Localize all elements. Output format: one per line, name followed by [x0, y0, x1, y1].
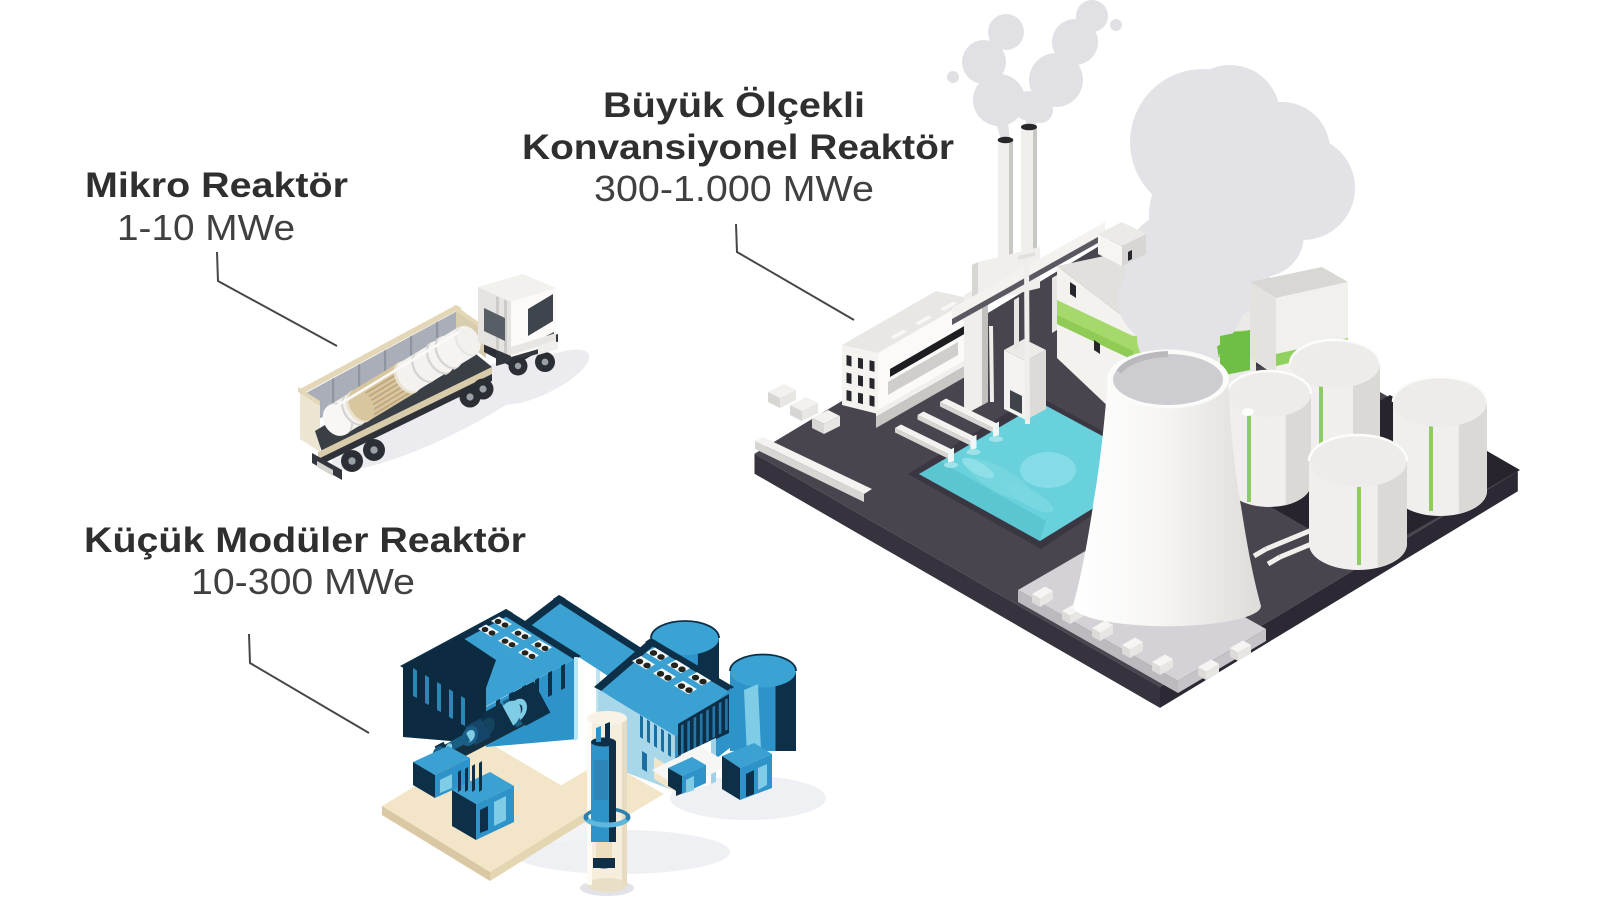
svg-text:10-300 MWe: 10-300 MWe	[191, 561, 415, 602]
svg-text:Küçük Modüler Reaktör: Küçük Modüler Reaktör	[84, 520, 526, 560]
svg-text:Konvansiyonel Reaktör: Konvansiyonel Reaktör	[522, 127, 954, 167]
svg-text:Büyük Ölçekli: Büyük Ölçekli	[603, 85, 865, 125]
svg-text:300-1.000 MWe: 300-1.000 MWe	[594, 168, 874, 209]
svg-text:1-10 MWe: 1-10 MWe	[117, 207, 295, 248]
svg-text:Mikro Reaktör: Mikro Reaktör	[85, 165, 348, 205]
